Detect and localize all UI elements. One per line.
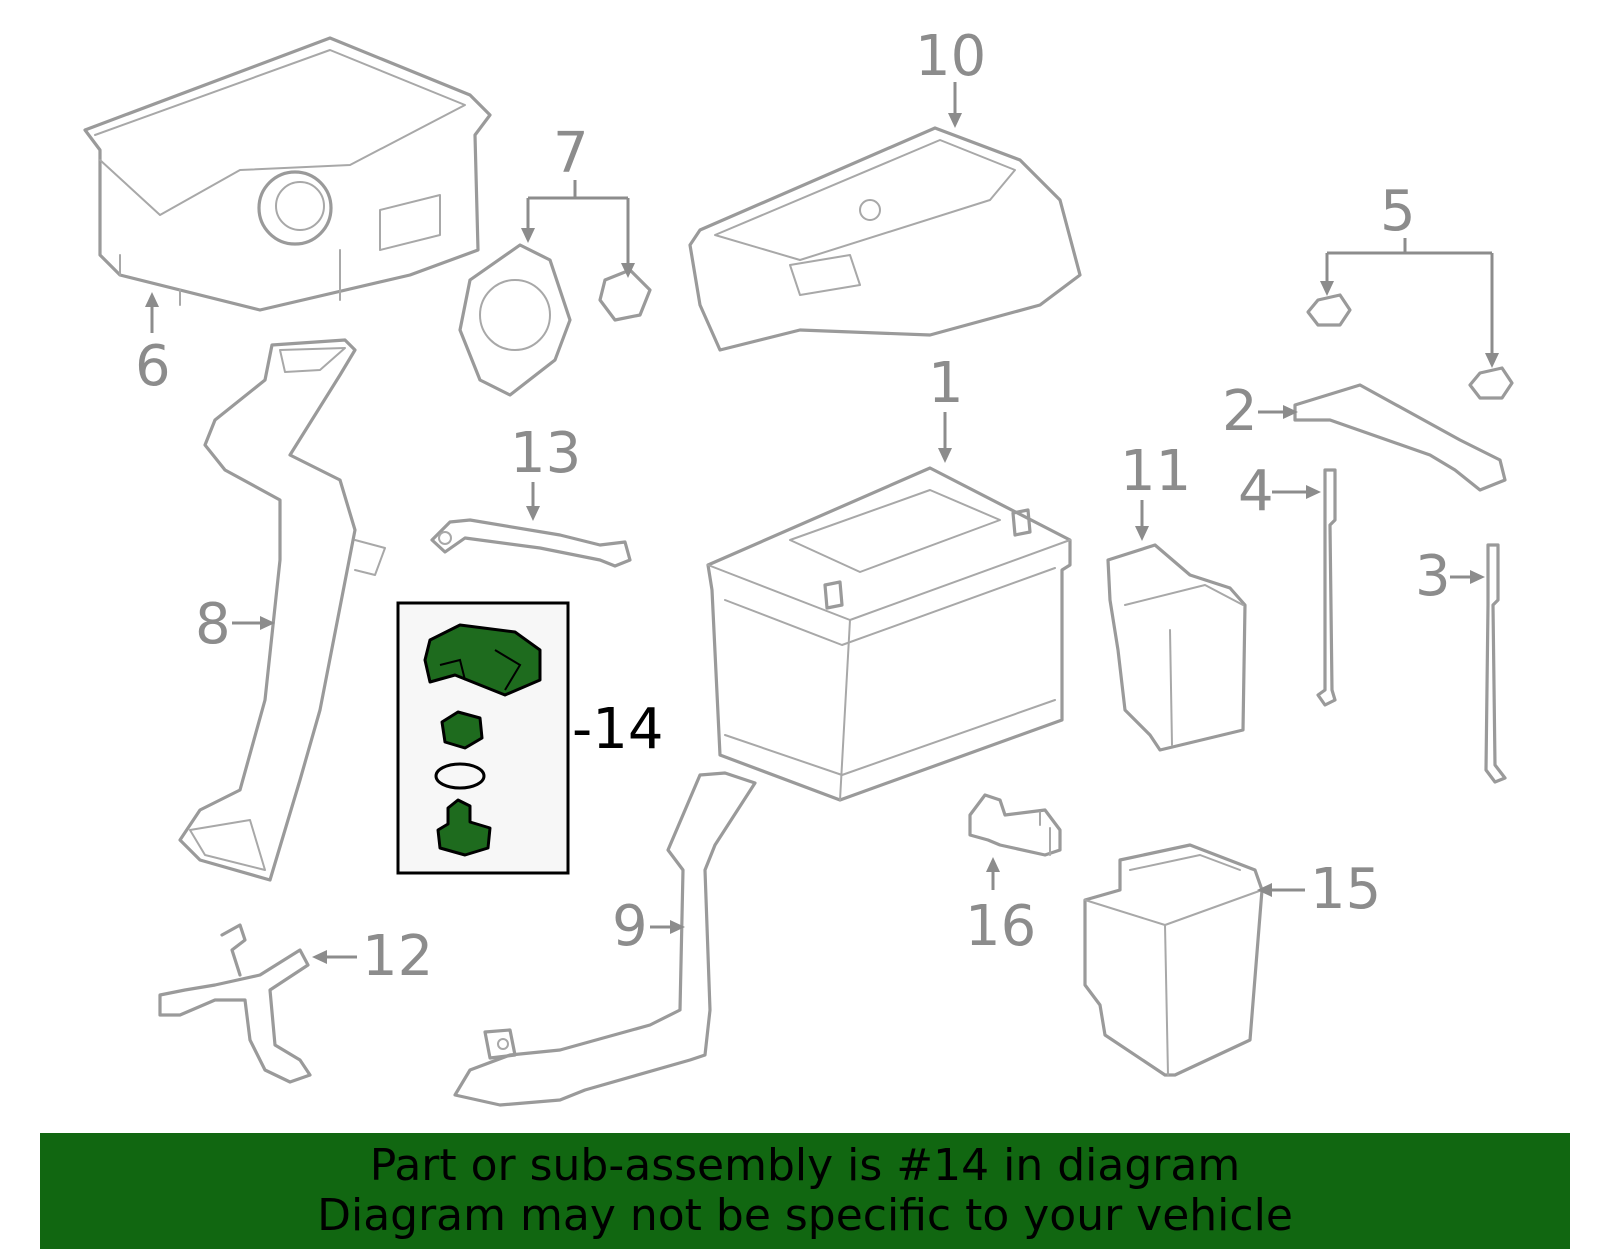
callout-12: 12 bbox=[362, 924, 433, 989]
part-12-harness bbox=[158, 923, 312, 1084]
parts-diagram: 6 7 10 5 2 4 3 bbox=[83, 24, 1514, 1107]
callout-6: 6 bbox=[135, 334, 171, 399]
part-10-battery-cover bbox=[688, 126, 1082, 352]
callout-4: 4 bbox=[1238, 459, 1274, 524]
part-8-air-duct bbox=[178, 338, 386, 882]
callout-11: 11 bbox=[1120, 439, 1191, 504]
part-2-hold-down bbox=[1293, 383, 1507, 492]
callout-10: 10 bbox=[915, 24, 986, 89]
part-14-highlight-group bbox=[396, 601, 570, 875]
callout-9: 9 bbox=[612, 894, 648, 959]
callout-2: 2 bbox=[1222, 379, 1258, 444]
callout-7: 7 bbox=[553, 121, 589, 186]
callout-15: 15 bbox=[1310, 857, 1381, 922]
part-9-cable bbox=[453, 771, 757, 1107]
callout-16: 16 bbox=[965, 894, 1036, 959]
part-7-cover bbox=[458, 243, 652, 397]
part-11-cover bbox=[1106, 543, 1247, 752]
part-6-battery-box bbox=[83, 36, 492, 312]
part-5-nuts bbox=[1306, 293, 1514, 400]
callout-8: 8 bbox=[195, 592, 231, 657]
part-13-cable bbox=[430, 518, 632, 568]
callout-1: 1 bbox=[928, 351, 964, 416]
part-1-battery bbox=[706, 466, 1072, 802]
callout-3: 3 bbox=[1415, 544, 1451, 609]
callout-5: 5 bbox=[1380, 179, 1416, 244]
banner-line-1: Part or sub-assembly is #14 in diagram bbox=[369, 1140, 1241, 1191]
callout-14: -14 bbox=[572, 697, 663, 762]
callout-13: 13 bbox=[510, 421, 581, 486]
part-15-fuse-block bbox=[1083, 843, 1264, 1077]
part-16-sensor bbox=[968, 793, 1062, 857]
info-banner: Part or sub-assembly is #14 in diagram D… bbox=[40, 1133, 1570, 1249]
part-3-bolt bbox=[1484, 543, 1507, 784]
banner-line-2: Diagram may not be specific to your vehi… bbox=[317, 1190, 1293, 1241]
part-4-bolt bbox=[1316, 468, 1337, 707]
